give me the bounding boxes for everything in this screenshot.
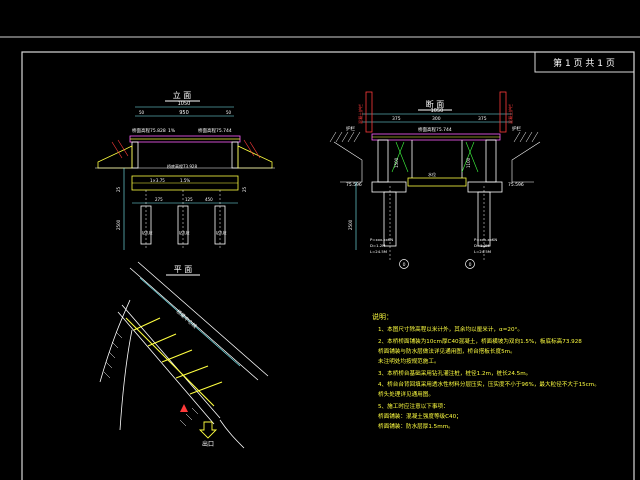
section-green-diagonals [391,141,479,173]
section-title: 断 面 [426,99,445,109]
plan-view: 平 面 桥梁中心线 [99,261,269,449]
plan-title: 平 面 [174,265,193,274]
elevation-dim-c: 125 [185,197,193,202]
plan-bridge-edges [117,261,269,425]
elevation-pile-label-2: 钻孔桩 [179,230,190,235]
section-water-level: 水位 [428,171,436,177]
notes-line-2: 2、本桥桥面铺装为10cm厚C40混凝土，桥面横坡为双向1.5%，板底标高73.… [378,337,582,345]
elevation-dim-right: 50 [226,110,232,115]
elevation-dim-a: 1×3.75 [150,178,165,183]
section-pile-note-3: L=24.5M [370,249,387,254]
section-pile-note-1: P=xxx.xxKN [370,237,393,242]
section-level-top: 桥面高程75.744 [418,126,452,133]
section-dim-height: 2500 [348,219,353,230]
section-pile-centerlines [389,186,485,262]
drawing-border [21,51,635,480]
notes-line-4: 未注明处均按规范施工。 [378,357,440,365]
section-dim-v2: 1100 [466,157,471,168]
plan-dim-line [139,277,241,367]
section-circle-right-label: 0 [469,262,472,268]
section-red-post-left [365,91,373,133]
section-dim-total: 1050 [431,108,444,114]
notes-line-9: 桥面铺装：混凝土强度等级C40； [378,412,462,420]
section-pile-note-5: D=1.2M [474,243,489,248]
plan-hatch [103,331,199,427]
plan-road-curve-mid [119,329,133,431]
section-pile-note-4: P=xxx.xxKN [474,237,497,242]
section-circle-left-label: 0 [403,262,406,268]
elevation-dim-total: 1050 [178,101,191,107]
plan-exit-label: 出口 [202,440,214,448]
elevation-dim-main: 950 [179,110,189,116]
plan-road-curve-right [219,419,245,449]
section-circle-right [465,259,475,269]
section-slopes [333,141,541,183]
elevation-dim-e: 1.5% [180,178,190,183]
section-label-right: 护栏 [512,125,521,132]
elevation-slope-left [97,145,133,169]
elevation-level-bottom: 桥底高程73.928 [167,163,197,169]
section-dim-v1: 1500 [394,157,399,168]
section-left-red-text: 混凝土护栏 [357,104,363,124]
elevation-title: 立 面 [173,90,192,100]
section-view: 断 面 1050 375 300 375 混凝土护栏 混凝土护栏 桥面高程75.… [329,91,541,269]
notes-block: 说明： 1、本图尺寸除高程以米计外，其余均以厘米计，α=20°。 2、本桥桥面铺… [372,312,600,430]
section-water-box [407,177,467,187]
notes-line-5: 3、本桥桥台基础采用钻孔灌注桩，桩径1.2m，桩长24.5m。 [378,369,531,377]
elevation-pile-label-1: 钻孔桩 [142,230,153,235]
elevation-dim-left: 50 [139,110,145,115]
elevation-dim-height: 2500 [116,219,121,230]
plan-road-curve-left [99,299,131,383]
elevation-level-left: 桥面高程75.828 [132,127,166,134]
plan-exit-arrow-icon [198,421,218,439]
notes-line-8: 5、施工时应注意以下事项： [378,402,449,410]
elevation-view: 立 面 1050 950 50 50 桥面高程75.828 1% 桥面高程75.… [95,90,275,250]
plan-yellow-girders [125,317,223,407]
notes-line-10: 桥面铺装：防水层厚1.5mm。 [378,422,454,430]
section-circle-left [399,259,409,269]
elevation-red-hatch [111,139,261,159]
elevation-pile-centerlines [145,190,221,250]
title-block [534,51,635,73]
notes-line-6: 4、桥台台背回填采用透水性材料分层压实，压实度不小于96%，最大粒径不大于15c… [378,380,600,388]
section-right-red-text: 混凝土护栏 [507,104,513,124]
elevation-right-mark: 25 [242,186,247,192]
elevation-dim-d: 450 [205,197,213,202]
plan-red-marker-icon [180,404,188,412]
notes-line-1: 1、本图尺寸除高程以米计外，其余均以厘米计，α=20°。 [378,325,523,333]
section-label-left: 护栏 [346,125,355,132]
section-dim-mid: 300 [432,116,441,122]
elevation-level-right: 桥面高程75.744 [198,127,232,134]
elevation-slope-right [237,145,273,169]
section-pile-note-6: L=24.5M [474,249,491,254]
section-dim-left: 375 [392,116,401,122]
notes-line-7: 桥头处理详见通用图。 [378,390,434,398]
elevation-abutment-left [131,141,139,169]
section-label-left-low: 75.596 [346,182,362,188]
notes-line-3: 桥面铺装与防水层做法详见通用图，桥台搭板长度5m。 [378,347,516,355]
section-pile-note-2: D=1.2M [370,243,385,248]
notes-heading: 说明： [372,312,393,321]
sheet-number: 第 1 页 共 1 页 [553,57,615,69]
elevation-abutment-right [231,141,239,169]
elevation-level-mid: 1% [168,128,176,134]
section-ground-hatch [329,131,539,143]
elevation-left-mark: 25 [116,186,121,192]
section-red-post-right [499,91,507,133]
section-label-right-low: 75.596 [508,182,524,188]
elevation-pile-label-3: 钻孔桩 [216,230,227,235]
section-dim-right: 375 [478,116,487,122]
elevation-dim-b: 275 [155,197,163,202]
